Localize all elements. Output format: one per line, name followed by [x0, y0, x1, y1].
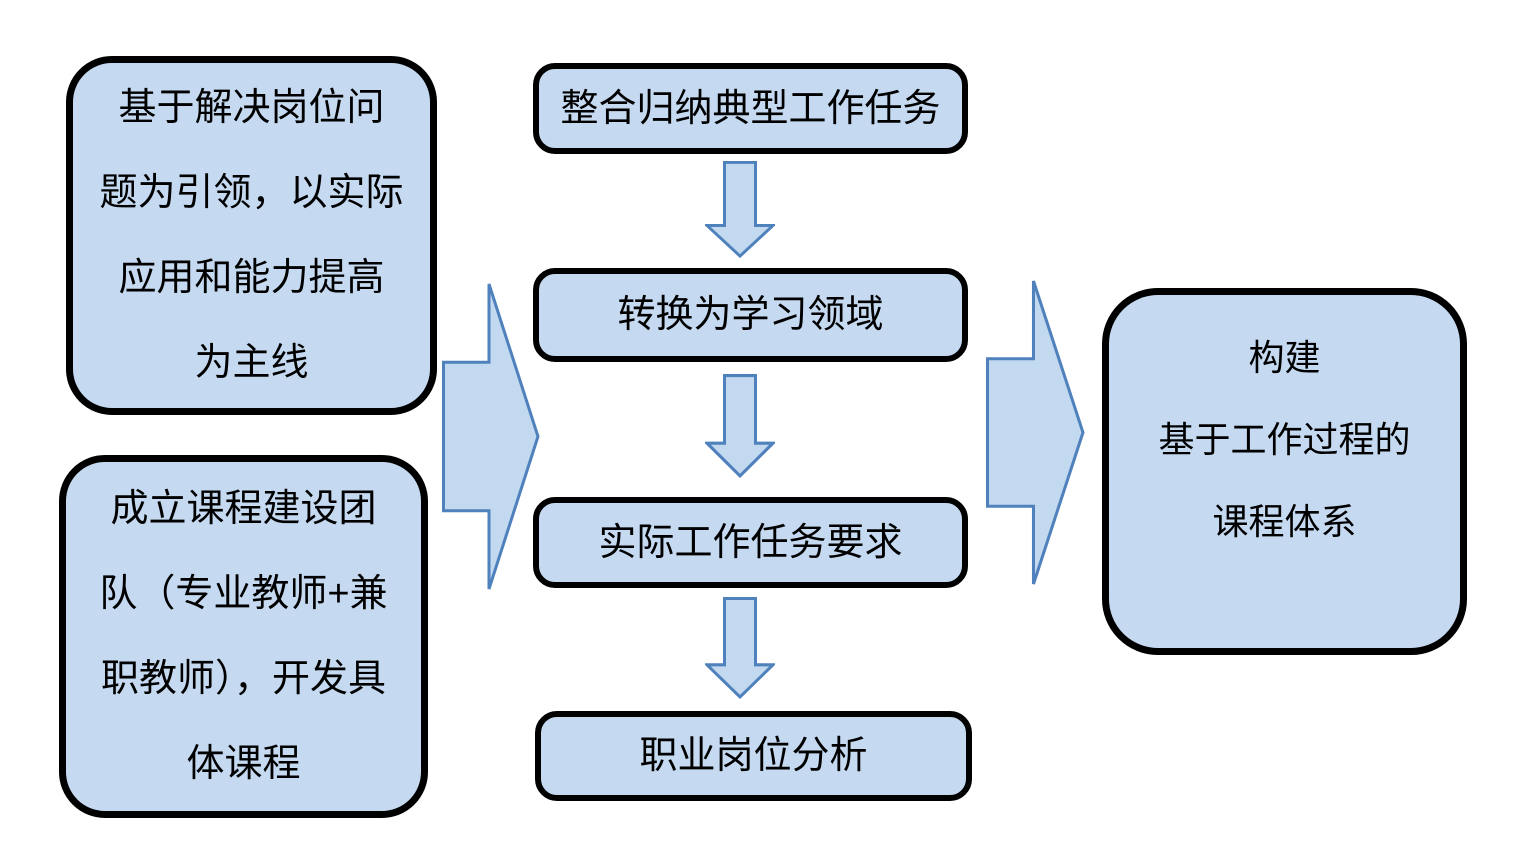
premise-box-team: 成立课程建设团 队（专业教师+兼 职教师），开发具 体课程	[59, 455, 428, 818]
right-arrow-icon	[442, 282, 540, 591]
process-box-job-analysis: 职业岗位分析	[535, 711, 972, 801]
process-box-task-requirements-label: 实际工作任务要求	[598, 521, 903, 564]
process-box-integrate-tasks-label: 整合归纳典型工作任务	[560, 87, 941, 130]
down-arrow-icon	[705, 161, 775, 258]
premise-box-team-line-3: 职教师），开发具	[100, 657, 386, 700]
premise-box-team-line-1: 成立课程建设团	[110, 487, 377, 530]
right-arrow-icon	[986, 279, 1085, 586]
premise-box-team-line-2: 队（专业教师+兼	[99, 572, 388, 615]
result-box-curriculum-system: 构建 基于工作过程的 课程体系	[1102, 288, 1467, 655]
process-box-learning-fields: 转换为学习领域	[533, 268, 968, 362]
down-arrow-icon	[705, 597, 775, 699]
premise-box-guideline-line-3: 应用和能力提高	[118, 256, 385, 299]
premise-box-guideline: 基于解决岗位问 题为引领，以实际 应用和能力提高 为主线	[66, 56, 437, 415]
premise-box-team-line-4: 体课程	[186, 742, 301, 785]
premise-box-guideline-line-4: 为主线	[194, 341, 309, 384]
process-box-integrate-tasks: 整合归纳典型工作任务	[533, 63, 968, 154]
down-arrow-icon	[705, 374, 775, 478]
result-box-line-3: 课程体系	[1212, 501, 1357, 542]
result-box-line-1: 构建	[1248, 337, 1321, 378]
process-box-task-requirements: 实际工作任务要求	[533, 497, 968, 588]
premise-box-guideline-line-1: 基于解决岗位问	[118, 86, 385, 129]
premise-box-guideline-line-2: 题为引领，以实际	[99, 171, 404, 214]
process-box-job-analysis-label: 职业岗位分析	[639, 735, 868, 777]
result-box-line-2: 基于工作过程的	[1158, 419, 1411, 460]
process-box-learning-fields-label: 转换为学习领域	[617, 294, 884, 336]
